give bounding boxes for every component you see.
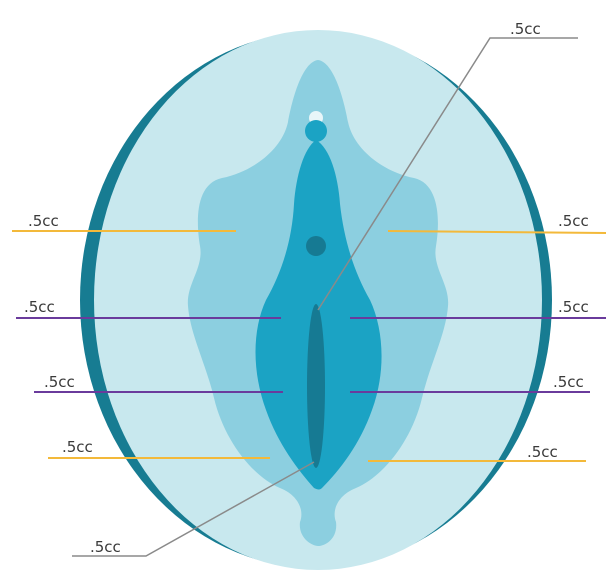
left-label-4: .5cc	[62, 438, 93, 456]
top-leader-line	[317, 37, 578, 311]
bottom-leader-label: .5cc	[90, 538, 121, 556]
right-label-1: .5cc	[558, 212, 589, 230]
top-leader-label: .5cc	[510, 20, 541, 38]
left-label-1: .5cc	[28, 212, 59, 230]
urethral-opening-shape	[306, 236, 326, 256]
right-label-3: .5cc	[553, 373, 584, 391]
right-label-4: .5cc	[527, 443, 558, 461]
vaginal-opening-shape	[307, 304, 325, 468]
left-label-2: .5cc	[24, 298, 55, 316]
left-label-3: .5cc	[44, 373, 75, 391]
bottom-leader-line	[72, 461, 315, 557]
clitoris-shape	[305, 120, 327, 142]
right-label-2: .5cc	[558, 298, 589, 316]
right-line-1	[387, 230, 607, 234]
